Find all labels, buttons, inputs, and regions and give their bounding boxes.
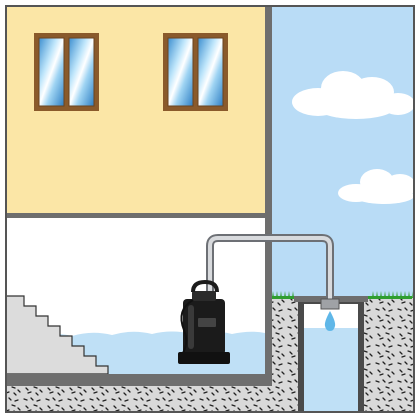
floor-slab <box>6 213 265 218</box>
house-wall <box>265 6 272 386</box>
basement-floor <box>6 374 272 386</box>
window-icon <box>163 33 228 111</box>
window-icon <box>34 33 99 111</box>
pipe-coupling <box>321 299 339 309</box>
sky <box>270 6 414 296</box>
